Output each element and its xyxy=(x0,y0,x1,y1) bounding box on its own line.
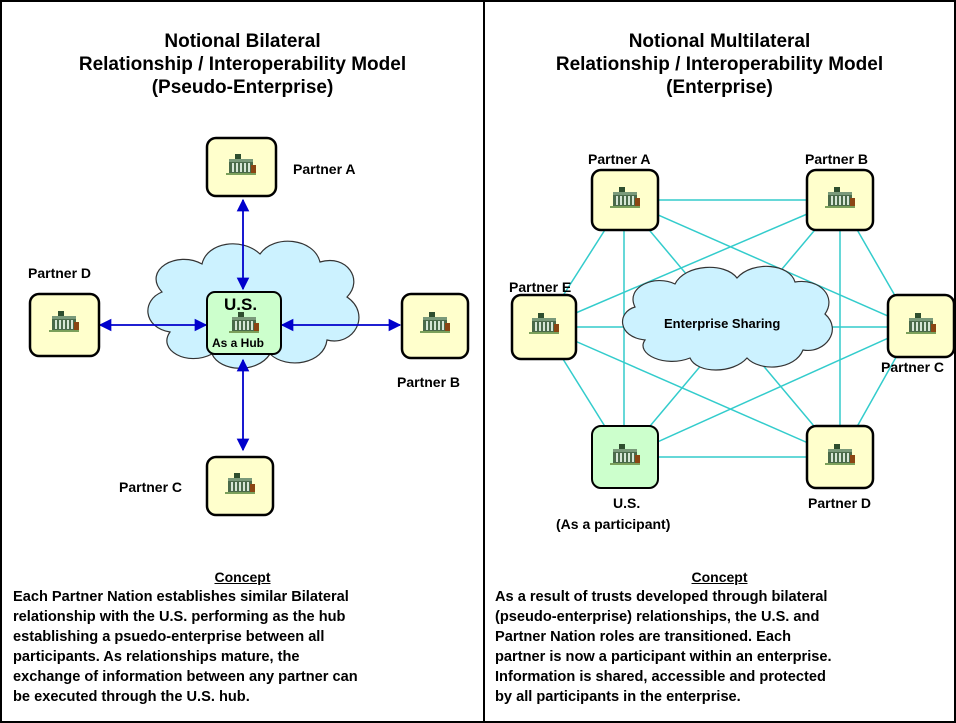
concept-line: As a result of trusts developed through … xyxy=(495,589,828,605)
concept-line: Each Partner Nation establishes similar … xyxy=(13,589,349,605)
concept-line: Partner Nation roles are transitioned. E… xyxy=(495,629,792,645)
partner-a-node xyxy=(590,168,660,232)
multilateral-diagram xyxy=(510,168,954,490)
us-participant-node xyxy=(591,425,659,489)
hub-sublabel: As a Hub xyxy=(212,336,265,350)
partner-b-label: Partner B xyxy=(805,151,869,167)
multilateral-title: Notional Multilateral Relationship / Int… xyxy=(485,30,954,99)
partner-c-label: Partner C xyxy=(881,359,945,375)
multilateral-concept-text: As a result of trusts developed through … xyxy=(495,587,832,707)
multilateral-concept-heading: Concept xyxy=(691,569,748,585)
partner-c-node xyxy=(205,455,275,517)
enterprise-cloud xyxy=(621,265,833,371)
bilateral-concept-heading: Concept xyxy=(214,569,271,585)
us-hub-node xyxy=(206,291,282,355)
concept-line: participants. As relationships mature, t… xyxy=(13,649,300,665)
partner-b-label: Partner B xyxy=(397,374,461,390)
partner-a-label: Partner A xyxy=(588,151,651,167)
concept-line: establishing a psuedo-enterprise between… xyxy=(13,629,325,645)
bilateral-title: Notional Bilateral Relationship / Intero… xyxy=(2,30,483,99)
concept-line: exchange of information between any part… xyxy=(13,669,358,685)
bilateral-diagram xyxy=(28,136,470,517)
partner-a-node xyxy=(205,136,278,198)
partner-d-node xyxy=(28,292,101,358)
partner-a-label: Partner A xyxy=(293,161,356,177)
partner-b-node xyxy=(400,292,470,360)
partner-c-node xyxy=(886,293,954,359)
concept-line: be executed through the U.S. hub. xyxy=(13,689,250,705)
enterprise-cloud-label: Enterprise Sharing xyxy=(664,316,781,331)
bilateral-title-line-3: (Pseudo-Enterprise) xyxy=(151,77,334,98)
concept-line: by all participants in the enterprise. xyxy=(495,689,741,705)
multilateral-title-line-3: (Enterprise) xyxy=(666,77,773,98)
hub-label: U.S. xyxy=(224,295,258,314)
bilateral-title-line-2: Relationship / Interoperability Model xyxy=(78,54,407,75)
us-participant-sublabel: (As a participant) xyxy=(556,516,671,532)
concept-line: partner is now a participant within an e… xyxy=(495,649,832,665)
bilateral-title-line-1: Notional Bilateral xyxy=(164,31,321,52)
bilateral-arrows xyxy=(98,198,402,452)
multilateral-title-line-2: Relationship / Interoperability Model xyxy=(555,54,884,75)
partner-c-label: Partner C xyxy=(119,479,183,495)
multilateral-model-panel: Notional Multilateral Relationship / Int… xyxy=(485,0,956,723)
multilateral-title-line-1: Notional Multilateral xyxy=(628,31,811,52)
partner-e-node xyxy=(510,293,578,361)
concept-line: relationship with the U.S. performing as… xyxy=(13,609,346,625)
partner-e-label: Partner E xyxy=(509,279,572,295)
partner-d-node xyxy=(805,424,875,490)
partner-d-label: Partner D xyxy=(28,265,92,281)
partner-d-label: Partner D xyxy=(808,495,872,511)
partner-b-node xyxy=(805,168,875,232)
bilateral-concept-text: Each Partner Nation establishes similar … xyxy=(13,587,358,707)
bilateral-model-panel: Notional Bilateral Relationship / Intero… xyxy=(0,0,485,723)
concept-line: (pseudo-enterprise) relationships, the U… xyxy=(495,609,820,625)
us-participant-label: U.S. xyxy=(613,495,641,511)
concept-line: Information is shared, accessible and pr… xyxy=(495,669,826,685)
